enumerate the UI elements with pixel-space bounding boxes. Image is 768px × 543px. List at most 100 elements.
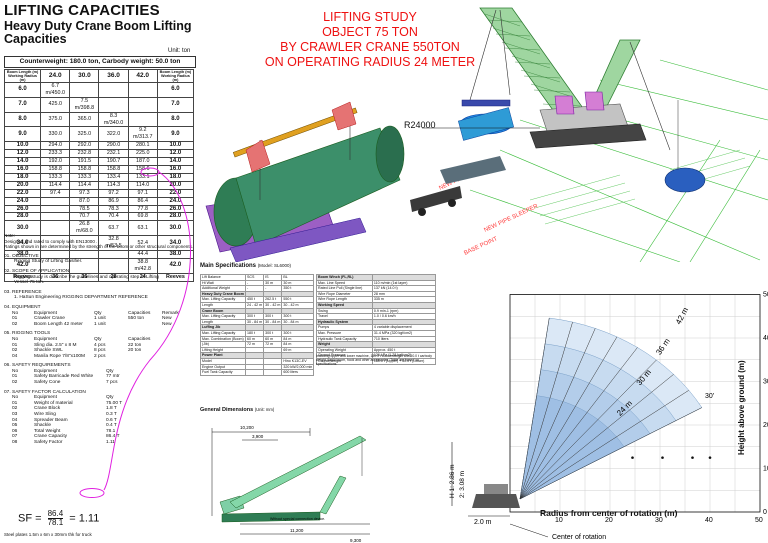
list-cell: 01 (12, 374, 18, 380)
list-cell: New (162, 316, 172, 322)
spec-cell: Hino K13C-EV (281, 357, 315, 365)
list-cell: Boom Length 42 meter (34, 321, 83, 327)
spec-cell (371, 318, 437, 326)
list-cell: 07 (12, 434, 18, 440)
x-tick-label: 40 (705, 517, 713, 524)
list-cell: 75.00 T (106, 400, 123, 406)
spec-cell (371, 302, 437, 309)
callout-line (103, 171, 191, 491)
spec-cell (263, 290, 283, 298)
spec-cell (263, 346, 283, 354)
spec-cell: - (263, 285, 283, 292)
spec-row: Boom Winch (FL,RL) (316, 274, 437, 281)
list-cell: 2 pcs (94, 353, 106, 359)
spec-cell: 180 t (244, 329, 265, 337)
spec-cell (244, 324, 265, 331)
hatching (529, 149, 751, 225)
boom-angle-line (519, 317, 550, 499)
spec-cell: 300 t (263, 329, 283, 337)
spec-cell: 710 liters (371, 335, 437, 343)
list-cell: 01 (12, 316, 18, 322)
spec-cell: 335 m (371, 296, 437, 303)
y-tick-label: 40 (763, 335, 768, 342)
spec-cell: Fuel Tank Capacity (200, 369, 246, 376)
list-cell: 06 (12, 428, 18, 434)
spec-cell: 30 - 42 m (281, 302, 315, 309)
spec-cell: BL (281, 274, 315, 281)
spec-cell (263, 357, 283, 365)
dims-drawing: 10,200 3,900 11,200 9,300 Without specia… (211, 425, 370, 543)
spec-cell: 72 m (244, 341, 265, 348)
dim-text: 3,900 (252, 434, 264, 439)
spec-cell: 350 t (281, 285, 315, 292)
list-cell: Equipment (34, 368, 57, 374)
sf-result: = 1.11 (69, 512, 100, 525)
boom-angle-line (519, 374, 674, 500)
boom-angle-line (519, 359, 657, 500)
scope-text: Rigging study is describe the guidelines… (14, 274, 159, 286)
list-cell: Crane Block (34, 406, 61, 412)
study-line: ON OPERATING RADIUS 24 METER (264, 55, 476, 69)
list-cell: 01 (12, 400, 18, 406)
list-cell: Sling dia. 2.5" x 8 M (34, 342, 77, 348)
list-cell: No (12, 368, 19, 374)
dims-unit: (Unit: mm) (254, 407, 275, 412)
boom-angle-line (519, 347, 638, 500)
spec-cell: - (244, 279, 265, 287)
spec-cell (263, 352, 283, 359)
objective-heading: 01. OBJECTIVE (4, 253, 39, 259)
list-cell: 7 pcs (106, 380, 118, 386)
y-tick-label: 0 (763, 509, 767, 516)
boom-angle-line (519, 407, 702, 500)
two-m-label: 2.0 m (474, 519, 492, 526)
list-cell: Crane Capacity (34, 434, 68, 440)
callout-ellipse (79, 488, 105, 498)
reeves-label: Reeves (156, 272, 195, 282)
spec-cell: 30 m (263, 279, 283, 287)
chart-y-ticks: 01020304050 (763, 292, 768, 517)
list-cell: Qty (94, 310, 102, 316)
boom-angle-line (519, 390, 689, 500)
vessel-small (457, 99, 515, 141)
equipment-heading: 04. EQUIPMENT (4, 304, 41, 310)
list-cell: Equipment (34, 336, 57, 342)
list-cell: 78.1 (106, 428, 116, 434)
spec-cell (244, 290, 265, 298)
x-tick-label: 20 (605, 517, 613, 524)
list-cell: Qty (106, 395, 114, 401)
list-cell: 04 (12, 417, 18, 423)
vessel-right (664, 100, 706, 193)
dims-footnote: Without special connection device. (270, 517, 325, 521)
list-cell: No (12, 310, 19, 316)
chart-y-label: Height above ground (m) (737, 360, 746, 455)
spec-cell: 84 m (281, 341, 315, 348)
list-cell: No (12, 395, 19, 401)
list-cell: 22 ton (128, 342, 142, 348)
spec-cell (281, 352, 315, 359)
hook-point (691, 456, 694, 459)
spec-cell: Max. Combination (Boom) (200, 335, 246, 343)
crane-side-view (219, 435, 367, 523)
